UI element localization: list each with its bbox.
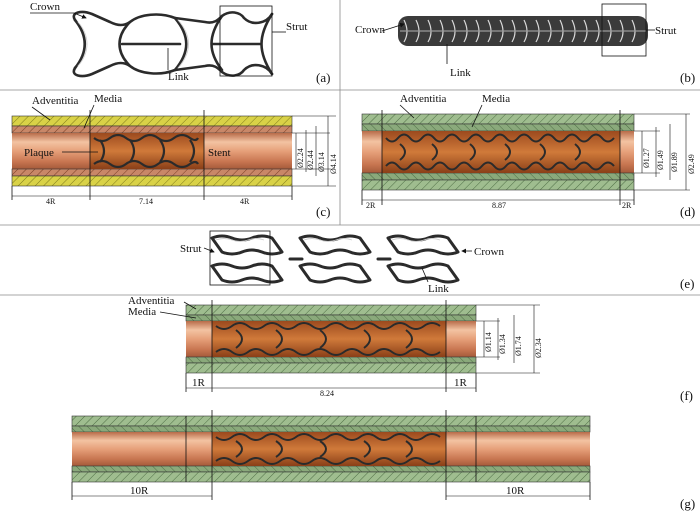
adventitia-label-c: Adventitia [32,95,79,107]
panel-d: 2R 8.87 2R Ø1.27 Ø1.49 Ø1.89 Ø2.49 Adven… [361,93,696,219]
strut-label-e: Strut [180,243,201,255]
panel-f: 1R 8.24 1R Ø1.14 Ø1.34 Ø1.74 Ø2.34 Adven… [128,295,693,403]
panel-g-letter: (g) [680,496,695,511]
link-label-e: Link [428,283,449,295]
dim-len-g-1: 10R [506,485,525,497]
stent-label: Stent [208,147,231,159]
dim-len-c-0: 4R [46,197,56,206]
panel-f-letter: (f) [680,388,693,403]
dim-len-c-2: 4R [240,197,250,206]
panel-d-letter: (d) [680,204,695,219]
crown-label-b: Crown [355,24,385,36]
dim-dia-d-2: Ø1.89 [670,152,679,172]
panel-c-letter: (c) [316,204,330,219]
panel-b: Crown Strut Link (b) [355,3,695,85]
dim-dia-f-2: Ø1.74 [514,336,523,356]
dim-dia-c-1: Ø2.44 [306,150,315,170]
dim-dia-c-2: Ø3.14 [317,152,326,172]
dim-len-f-0: 1R [192,377,206,389]
dim-dia-f-3: Ø2.34 [534,338,543,358]
dim-len-f-2: 1R [454,377,468,389]
panel-c: 4R 7.14 4R Ø2.24 Ø2.44 Ø3.14 Ø4.14 Adven… [11,93,338,219]
dim-dia-f-1: Ø1.34 [498,334,507,354]
strut-label-b: Strut [655,25,676,37]
media-label-c: Media [94,93,122,105]
adventitia-label-f: Adventitia [128,295,175,307]
plaque-region [90,133,204,169]
media-label-f: Media [128,306,156,318]
panel-b-letter: (b) [680,70,695,85]
dim-dia-d-1: Ø1.49 [656,150,665,170]
plaque-label: Plaque [24,147,54,159]
dim-len-d-1: 8.87 [492,201,506,210]
adventitia-label-d: Adventitia [400,93,447,105]
strut-label: Strut [286,21,307,33]
dim-dia-c-0: Ø2.24 [296,148,305,168]
link-label: Link [168,71,189,83]
dim-len-g-0: 10R [130,485,149,497]
crown-label: Crown [30,1,60,13]
media-top [11,125,293,134]
dim-dia-d-3: Ø2.49 [687,154,696,174]
link-label-b: Link [450,67,471,79]
dim-dia-d-0: Ø1.27 [642,148,651,168]
adventitia-top [11,115,293,127]
panel-a-letter: (a) [316,70,330,85]
crown-label-e: Crown [474,246,504,258]
panel-e: Strut Crown Link (e) [180,230,694,295]
media-label-d: Media [482,93,510,105]
dim-len-f-1: 8.24 [320,389,334,398]
dim-dia-c-3: Ø4.14 [329,154,338,174]
dim-dia-f-0: Ø1.14 [484,332,493,352]
panel-g: 10R 10R (g) [71,410,695,511]
dim-len-d-2: 2R [622,201,632,210]
dim-len-d-0: 2R [366,201,376,210]
panel-e-letter: (e) [680,276,694,291]
dim-len-c-1: 7.14 [139,197,153,206]
panel-a: Crown Strut Link (a) [30,1,330,85]
